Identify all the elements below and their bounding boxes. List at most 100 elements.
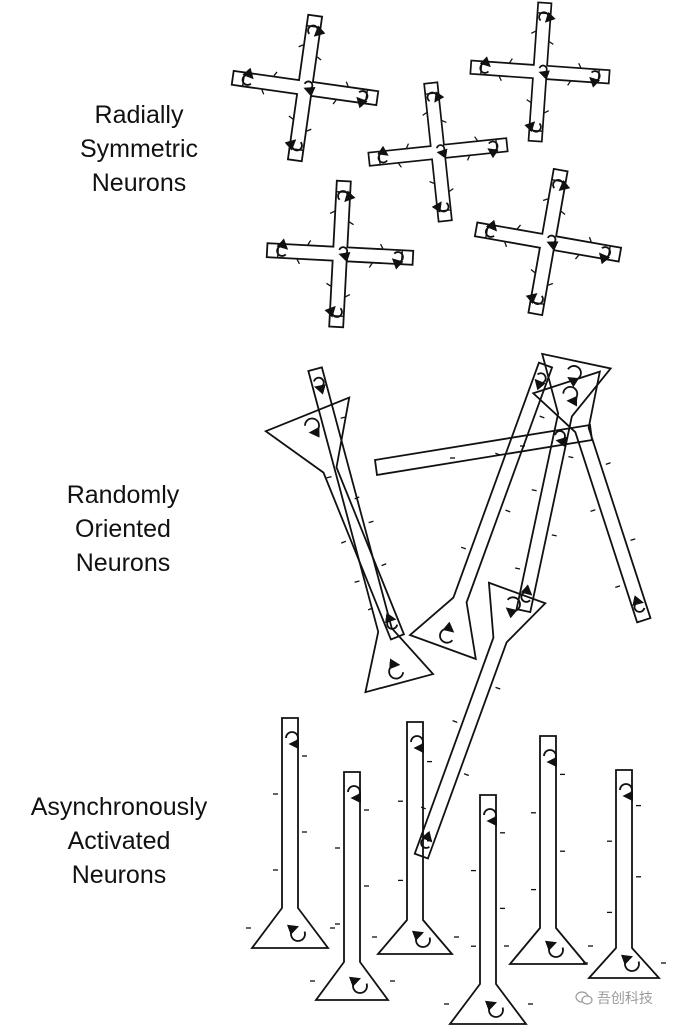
field-tick — [306, 128, 312, 132]
field-tick — [316, 56, 322, 61]
field-tick — [345, 81, 349, 87]
field-tick — [296, 259, 301, 265]
neuron-outline — [230, 13, 380, 163]
radially-symmetric-neurons-group — [230, 1, 623, 329]
current-arrow — [505, 596, 521, 619]
field-tick — [422, 112, 427, 116]
label-line: Neurons — [91, 169, 187, 197]
radial-neuron — [265, 179, 415, 329]
current-arrow — [284, 139, 303, 152]
current-arrow — [534, 372, 547, 391]
oriented-neuron — [263, 396, 406, 641]
field-tick — [381, 563, 387, 567]
dendrite-cap — [277, 243, 280, 258]
current-arrow — [632, 595, 646, 613]
oriented-neuron — [408, 361, 554, 661]
current-arrow — [304, 417, 320, 438]
radial-neuron — [469, 1, 611, 143]
randomly-oriented-label: Randomly Oriented Neurons — [38, 478, 208, 580]
current-arrow — [598, 246, 611, 265]
wechat-icon — [575, 991, 593, 1005]
current-arrow — [479, 56, 491, 74]
neuron-outline — [376, 721, 454, 955]
field-tick — [379, 243, 384, 249]
asynchronously-activated-label: Asynchronously Activated Neurons — [4, 790, 234, 892]
current-arrow — [411, 930, 431, 948]
field-tick — [463, 773, 469, 777]
current-arrow — [356, 90, 369, 109]
aligned-neuron — [310, 771, 395, 1001]
neuron-outline — [469, 1, 611, 143]
field-tick — [514, 567, 521, 570]
field-tick — [531, 30, 536, 34]
field-tick — [441, 119, 447, 124]
neuron-outline — [531, 370, 652, 624]
dendrite-cap — [336, 191, 351, 194]
current-arrow — [348, 976, 368, 994]
field-tick — [452, 720, 458, 723]
field-tick — [495, 686, 501, 690]
radial-neuron — [230, 13, 380, 163]
field-tick — [542, 198, 549, 202]
current-arrow — [426, 91, 445, 103]
current-arrow — [337, 190, 356, 203]
current-arrow — [439, 621, 455, 644]
current-arrow — [487, 140, 499, 159]
current-arrow — [546, 234, 559, 252]
field-tick — [368, 520, 374, 524]
current-arrow — [338, 246, 351, 263]
field-tick — [288, 115, 294, 120]
aligned-neuron — [372, 721, 459, 955]
neuron-outline — [508, 735, 588, 965]
field-tick — [354, 580, 360, 583]
neuron-outline — [307, 366, 435, 694]
field-tick — [544, 110, 549, 114]
current-arrow — [525, 292, 544, 305]
neuron-outline — [408, 361, 554, 661]
field-tick — [505, 509, 511, 513]
label-line: Activated — [67, 827, 171, 855]
randomly-oriented-neurons-group — [263, 352, 652, 860]
current-arrow — [420, 830, 433, 849]
oriented-neuron — [531, 370, 652, 624]
field-tick — [261, 89, 265, 95]
field-tick — [588, 236, 592, 243]
oriented-neuron — [307, 366, 435, 694]
current-arrow — [435, 144, 448, 159]
current-arrow — [543, 749, 558, 768]
field-tick — [449, 188, 454, 192]
field-tick — [539, 415, 545, 419]
field-tick — [345, 293, 351, 298]
aligned-neuron — [444, 794, 533, 1025]
current-arrow — [276, 238, 289, 257]
current-arrow — [485, 219, 498, 238]
field-tick — [568, 455, 574, 459]
field-tick — [273, 71, 278, 77]
current-arrow — [303, 80, 316, 97]
neuron-outline — [265, 179, 415, 329]
field-tick — [516, 224, 522, 230]
label-line: Oriented — [75, 515, 171, 543]
radially-symmetric-label: Radially Symmetric Neurons — [54, 98, 224, 200]
aligned-neuron — [504, 735, 593, 965]
field-tick — [567, 81, 571, 86]
field-tick — [574, 254, 580, 260]
label-line: Neurons — [75, 549, 171, 577]
dendrite-cap — [400, 250, 403, 265]
current-arrow — [619, 783, 634, 802]
aligned-neuron — [583, 769, 666, 979]
current-arrow — [241, 67, 254, 86]
current-arrow — [552, 179, 571, 192]
field-tick — [498, 76, 502, 81]
field-tick — [326, 475, 332, 479]
field-tick — [504, 241, 508, 248]
label-line: Symmetric — [79, 135, 199, 163]
neuron-outline — [250, 717, 330, 949]
current-arrow — [589, 70, 601, 88]
neuron-outline — [367, 81, 509, 223]
watermark-text: 吾创科技 — [596, 990, 653, 1006]
neuron-outline — [448, 794, 528, 1025]
field-tick — [298, 44, 304, 48]
field-tick — [398, 163, 402, 168]
